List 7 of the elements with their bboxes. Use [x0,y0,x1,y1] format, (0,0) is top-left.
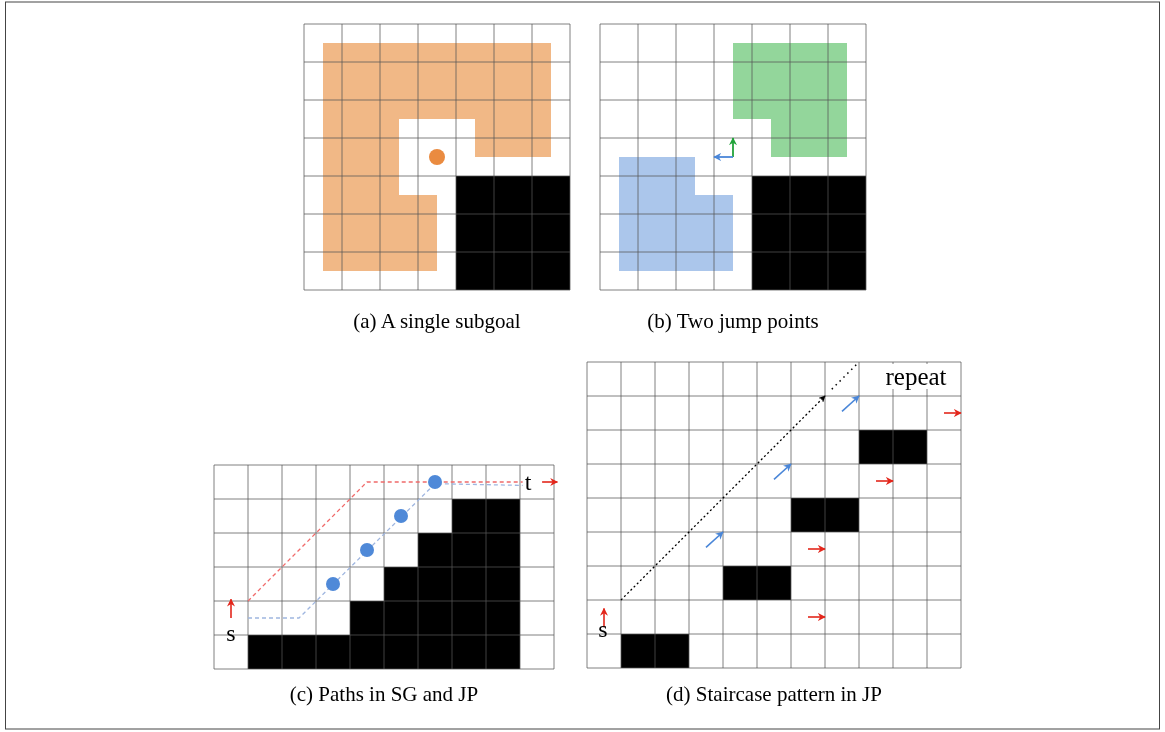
figure-caption: (d) Staircase pattern in JP [666,684,882,705]
start-label: s [226,621,236,645]
figure-caption: (c) Paths in SG and JP [289,684,479,705]
repeat-label: repeat [883,364,949,389]
figure-caption: (a) A single subgoal [353,311,521,332]
start-label: s [598,617,608,641]
figure-caption: (b) Two jump points [647,311,819,332]
